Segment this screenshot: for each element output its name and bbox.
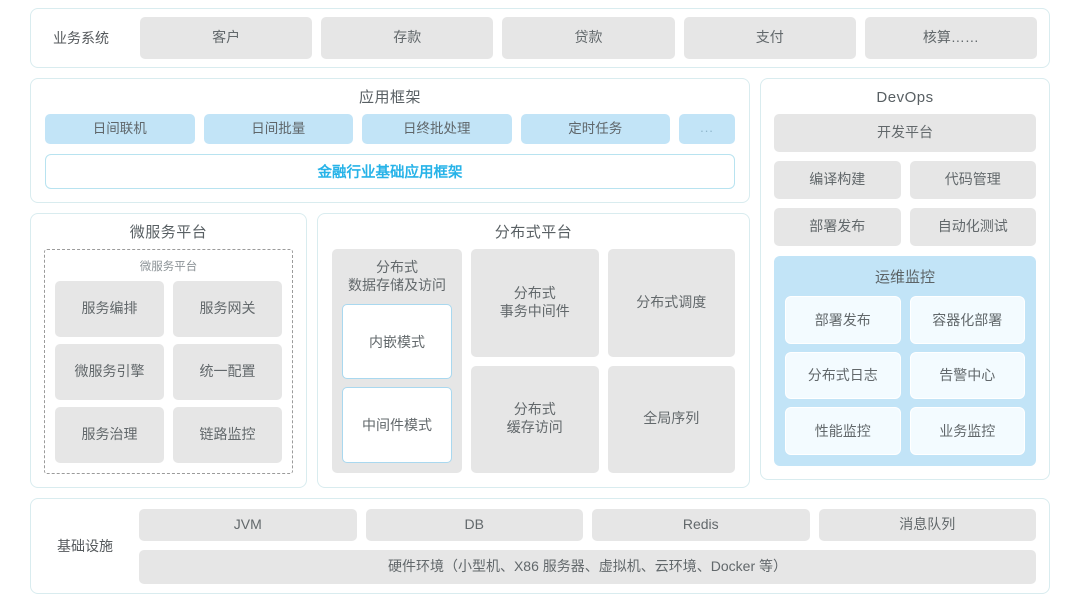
ops-monitor-grid: 部署发布 容器化部署 分布式日志 告警中心 性能监控 业务监控 [785, 296, 1025, 455]
microservice-platform-subtitle: 微服务平台 [139, 261, 198, 273]
business-systems-label: 业务系统 [53, 30, 109, 46]
appfw-tag-daytime-batch[interactable]: 日间批量 [203, 114, 353, 144]
application-framework-panel: 应用框架 日间联机 日间批量 日终批处理 定时任务 ... 金融行业基础应用框架 [30, 78, 750, 203]
infra-tile-message-queue[interactable]: 消息队列 [818, 508, 1036, 541]
business-system-tile-deposit[interactable]: 存款 [321, 17, 494, 59]
ops-tile-alert-center[interactable]: 告警中心 [909, 351, 1025, 400]
devops-title: DevOps [876, 89, 934, 106]
infra-tile-db[interactable]: DB [365, 508, 583, 541]
distributed-storage-mode-embedded[interactable]: 内嵌模式 [342, 303, 453, 380]
devops-grid: 编译构建 代码管理 部署发布 自动化测试 [774, 161, 1036, 246]
ops-tile-containerized-deploy[interactable]: 容器化部署 [909, 296, 1025, 344]
distributed-tile-cache-access[interactable]: 分布式 缓存访问 [471, 365, 599, 473]
microservice-tile-trace-monitor[interactable]: 链路监控 [173, 407, 282, 463]
business-system-tile-payment[interactable]: 支付 [683, 17, 856, 59]
application-framework-tags: 日间联机 日间批量 日终批处理 定时任务 ... [45, 114, 735, 144]
appfw-tag-more[interactable]: ... [679, 114, 735, 144]
infrastructure-panel: 基础设施 JVM DB Redis 消息队列 硬件环境（小型机、X86 服务器、… [30, 498, 1050, 594]
appfw-tag-scheduled-task[interactable]: 定时任务 [520, 114, 670, 144]
business-systems-panel: 业务系统 客户 存款 贷款 支付 核算…… [30, 8, 1050, 68]
appfw-tag-eod-batch[interactable]: 日终批处理 [362, 114, 512, 144]
distributed-tile-global-sequence[interactable]: 全局序列 [607, 365, 735, 473]
distributed-platform-grid: 分布式 数据存储及访问 内嵌模式 中间件模式 分布式 事务中间件 分布式调度 分… [332, 249, 735, 473]
microservice-platform-grid: 服务编排 服务网关 微服务引擎 统一配置 服务治理 链路监控 [55, 281, 282, 463]
microservice-platform-panel: 微服务平台 微服务平台 服务编排 服务网关 微服务引擎 统一配置 服务治理 链路… [30, 213, 307, 488]
ops-tile-deploy-release[interactable]: 部署发布 [785, 296, 901, 344]
devops-tile-automated-test[interactable]: 自动化测试 [909, 208, 1036, 246]
infrastructure-label: 基础设施 [57, 538, 113, 554]
ops-tile-performance-monitor[interactable]: 性能监控 [785, 407, 901, 455]
distributed-platform-panel: 分布式平台 分布式 数据存储及访问 内嵌模式 中间件模式 分布式 事务中间件 分… [317, 213, 750, 488]
infra-tile-hardware-environment[interactable]: 硬件环境（小型机、X86 服务器、虚拟机、云环境、Docker 等） [139, 549, 1036, 584]
application-framework-title: 应用框架 [358, 89, 421, 106]
platform-column: 应用框架 日间联机 日间批量 日终批处理 定时任务 ... 金融行业基础应用框架… [30, 78, 750, 488]
ops-monitor-panel: 运维监控 部署发布 容器化部署 分布式日志 告警中心 性能监控 业务监控 [774, 256, 1036, 466]
microservice-tile-gateway[interactable]: 服务网关 [173, 281, 282, 337]
middle-section: 应用框架 日间联机 日间批量 日终批处理 定时任务 ... 金融行业基础应用框架… [30, 78, 1050, 488]
appfw-tag-daytime-online[interactable]: 日间联机 [45, 114, 195, 144]
distributed-tile-scheduling[interactable]: 分布式调度 [607, 249, 735, 357]
infra-tile-jvm[interactable]: JVM [139, 508, 357, 541]
devops-tile-deploy-release[interactable]: 部署发布 [774, 208, 901, 246]
lower-platforms: 微服务平台 微服务平台 服务编排 服务网关 微服务引擎 统一配置 服务治理 链路… [30, 213, 750, 488]
microservice-tile-orchestration[interactable]: 服务编排 [55, 281, 164, 337]
ops-tile-business-monitor[interactable]: 业务监控 [909, 407, 1025, 455]
distributed-platform-title: 分布式平台 [494, 224, 573, 241]
devops-panel: DevOps 开发平台 编译构建 代码管理 部署发布 自动化测试 运维监控 部署… [760, 78, 1050, 480]
business-system-tile-accounting[interactable]: 核算…… [864, 17, 1038, 59]
devops-column: DevOps 开发平台 编译构建 代码管理 部署发布 自动化测试 运维监控 部署… [760, 78, 1050, 488]
business-system-tile-loan[interactable]: 贷款 [502, 17, 675, 59]
business-system-tile-customer[interactable]: 客户 [140, 17, 313, 59]
microservice-platform-dashed-box: 微服务平台 服务编排 服务网关 微服务引擎 统一配置 服务治理 链路监控 [44, 249, 293, 474]
distributed-storage-tile[interactable]: 分布式 数据存储及访问 内嵌模式 中间件模式 [332, 249, 463, 473]
devops-tile-code-management[interactable]: 代码管理 [909, 161, 1036, 199]
distributed-storage-mode-middleware[interactable]: 中间件模式 [342, 387, 453, 463]
devops-tile-dev-platform[interactable]: 开发平台 [774, 114, 1036, 152]
distributed-tile-transaction-middleware[interactable]: 分布式 事务中间件 [471, 249, 599, 357]
microservice-tile-governance[interactable]: 服务治理 [55, 407, 164, 463]
financial-base-framework-bar[interactable]: 金融行业基础应用框架 [45, 154, 735, 189]
microservice-tile-unified-config[interactable]: 统一配置 [173, 344, 282, 400]
distributed-storage-title: 分布式 数据存储及访问 [348, 259, 447, 293]
infra-tile-redis[interactable]: Redis [592, 508, 810, 541]
infrastructure-tiles: JVM DB Redis 消息队列 [139, 508, 1036, 541]
ops-monitor-title: 运维监控 [874, 269, 935, 286]
microservice-platform-title: 微服务平台 [129, 224, 208, 241]
infrastructure-content: JVM DB Redis 消息队列 硬件环境（小型机、X86 服务器、虚拟机、云… [139, 508, 1036, 584]
microservice-tile-engine[interactable]: 微服务引擎 [55, 344, 164, 400]
devops-tile-compile-build[interactable]: 编译构建 [774, 161, 901, 199]
ops-tile-distributed-log[interactable]: 分布式日志 [785, 351, 901, 400]
